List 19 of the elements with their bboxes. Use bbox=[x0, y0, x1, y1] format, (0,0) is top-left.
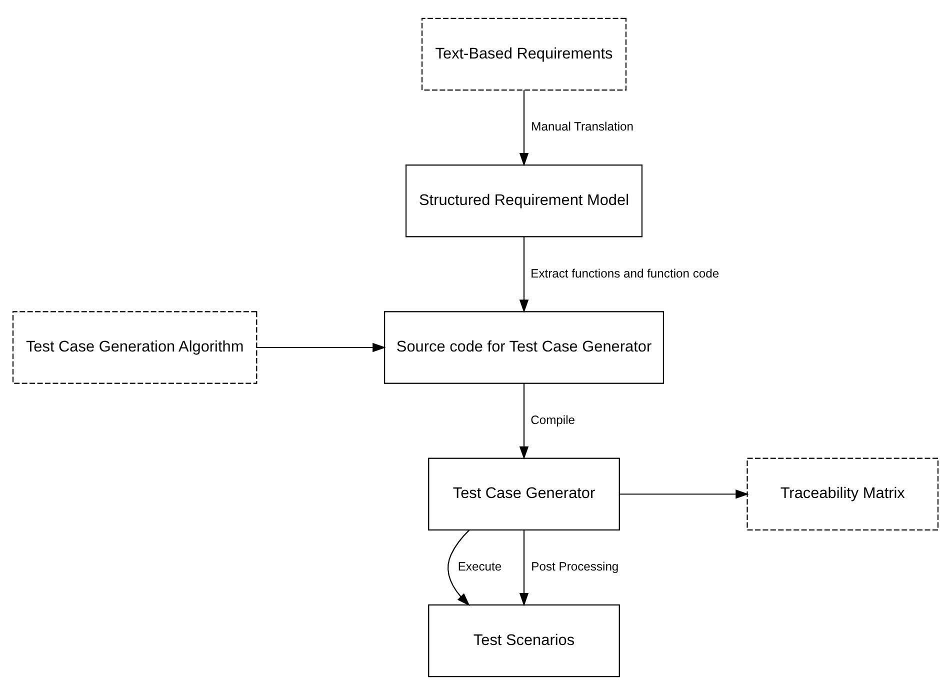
arrow bbox=[519, 90, 529, 166]
arrow bbox=[519, 236, 529, 313]
node-box: Test Scenarios bbox=[428, 604, 620, 678]
edge-label: Execute bbox=[458, 560, 502, 574]
node-box: Text-Based Requirements bbox=[421, 18, 627, 91]
arrow bbox=[448, 530, 470, 606]
edge-label: Manual Translation bbox=[531, 120, 634, 134]
arrow bbox=[256, 342, 386, 352]
arrow bbox=[519, 530, 529, 606]
arrow bbox=[519, 384, 529, 460]
node-box: Structured Requirement Model bbox=[406, 164, 643, 238]
edge-label: Post Processing bbox=[531, 560, 619, 574]
node-box: Source code for Test Case Generator bbox=[384, 311, 664, 384]
edge-label: Extract functions and function code bbox=[530, 266, 720, 280]
node-box: Test Case Generator bbox=[428, 458, 620, 530]
node-box: Test Case Generation Algorithm bbox=[12, 311, 258, 384]
arrow bbox=[620, 490, 749, 499]
edge-label: Compile bbox=[530, 412, 576, 427]
node-box: Traceability Matrix bbox=[746, 458, 939, 530]
